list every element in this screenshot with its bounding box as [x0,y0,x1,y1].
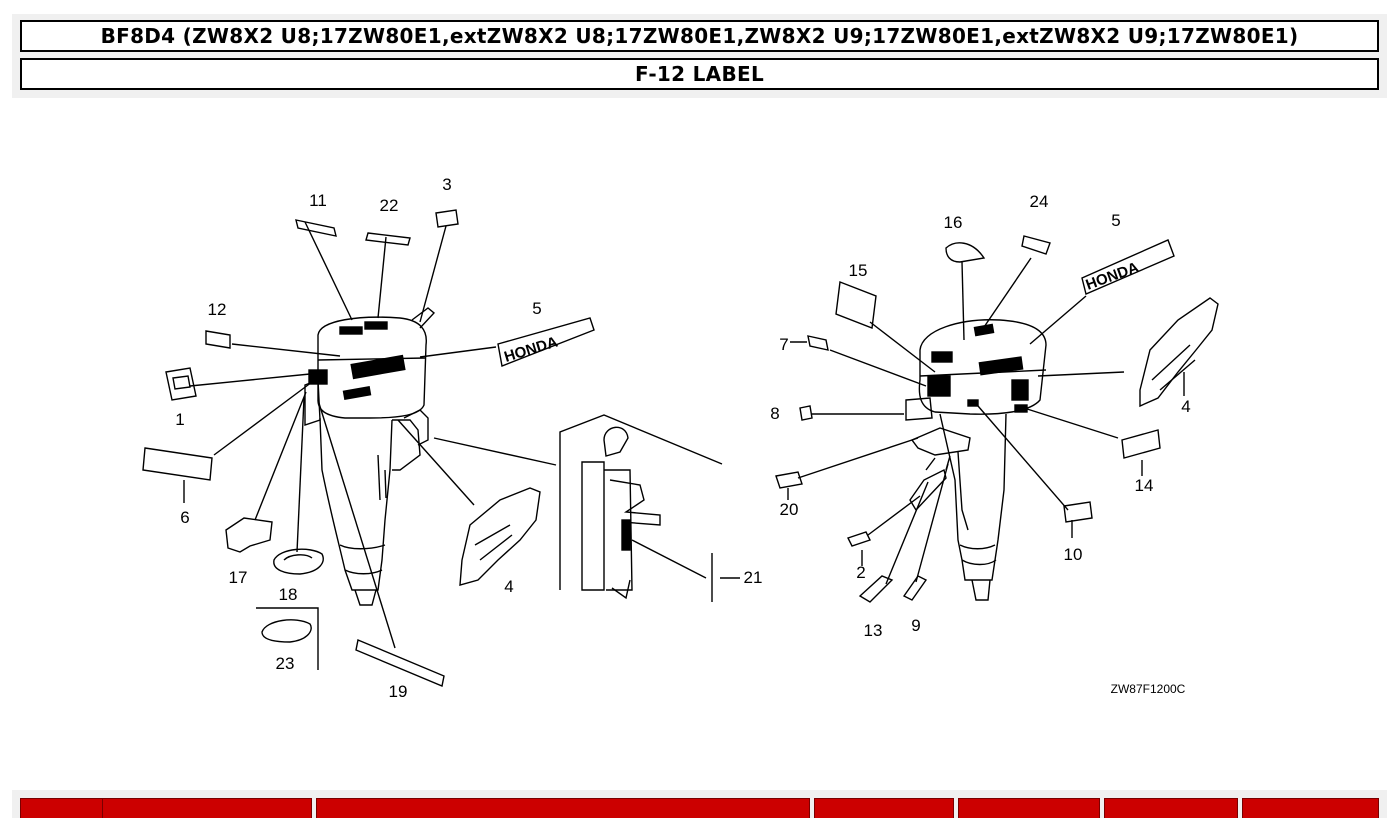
right-engine-cover [918,319,1047,415]
callout-24: 24 [1030,192,1049,211]
part-24-shape [1021,235,1051,255]
callout-7: 7 [779,335,788,354]
callout-4-right: 4 [1181,397,1190,416]
callout-10: 10 [1064,545,1083,564]
part-4-right-shape [1139,297,1219,408]
part-8-shape [799,405,813,421]
callout-20: 20 [780,500,799,519]
callout-3: 3 [442,175,451,194]
left-midsection [319,417,393,591]
callout-12: 12 [208,300,227,319]
part-16-shape [945,242,986,263]
header-block: BF8D4 (ZW8X2 U8;17ZW80E1,extZW8X2 U8;17Z… [12,14,1387,98]
callout-18: 18 [279,585,298,604]
part-6-shape [142,447,213,481]
part-4-left-shape [459,487,541,586]
part-17-shape [225,517,273,553]
callout-6: 6 [180,508,189,527]
table-header-cell [814,798,954,818]
model-title: BF8D4 (ZW8X2 U8;17ZW80E1,extZW8X2 U8;17Z… [20,20,1379,52]
callout-15: 15 [849,261,868,280]
section-title: F-12 LABEL [20,58,1379,90]
callout-21: 21 [744,568,763,587]
table-header-cell [958,798,1100,818]
part-23-shape [261,619,312,643]
part-22-shape [365,232,411,246]
part-18-shape [273,548,324,575]
callout-17: 17 [229,568,248,587]
callout-8: 8 [770,404,779,423]
diagram-code: ZW87F1200C [1111,682,1186,696]
trim-cylinder [581,461,605,591]
part-15-shape [835,281,877,329]
callout-5-left: 5 [532,299,541,318]
parts-diagram-svg: HONDA HONDA 1 2 3 4 4 5 5 6 7 8 9 10 11 … [142,175,1219,701]
table-header-cell [102,798,312,818]
table-header-cell [1104,798,1238,818]
part-3-shape [435,209,459,228]
part-12-shape [205,330,231,349]
callout-1: 1 [175,410,184,429]
part-5-right-shape [1081,239,1175,295]
callout-19: 19 [389,682,408,701]
callout-5-right: 5 [1111,211,1120,230]
parts-diagram: HONDA HONDA 1 2 3 4 4 5 5 6 7 8 9 10 11 … [0,100,1399,780]
part-10-shape [1063,501,1093,523]
callout-2: 2 [856,563,865,582]
part-19-shape [355,639,445,687]
part-13-shape [858,575,894,603]
left-engine-cover [317,316,427,419]
part-7-shape [807,335,829,351]
callout-23: 23 [276,654,295,673]
parts-table-header [12,790,1387,818]
table-header-cell [1242,798,1379,818]
part-14-shape [1121,429,1161,459]
part-5-left-shape [497,317,595,367]
callout-11: 11 [309,191,327,210]
table-header-cell [316,798,810,818]
callout-22: 22 [380,196,399,215]
callout-labels: 1 2 3 4 4 5 5 6 7 8 9 10 11 12 13 14 15 … [175,175,1190,701]
part-1-shape [165,367,197,401]
callout-13: 13 [864,621,883,640]
callout-14: 14 [1135,476,1154,495]
part-20-shape [775,471,803,489]
callout-4-left: 4 [504,577,513,596]
part-9-shape [902,575,928,601]
part-11-shape [295,219,337,237]
brand-text-left: HONDA [502,333,560,365]
callout-16: 16 [944,213,963,232]
part-2-shape [847,531,871,547]
callout-9: 9 [911,616,920,635]
table-header-cell [20,798,106,818]
